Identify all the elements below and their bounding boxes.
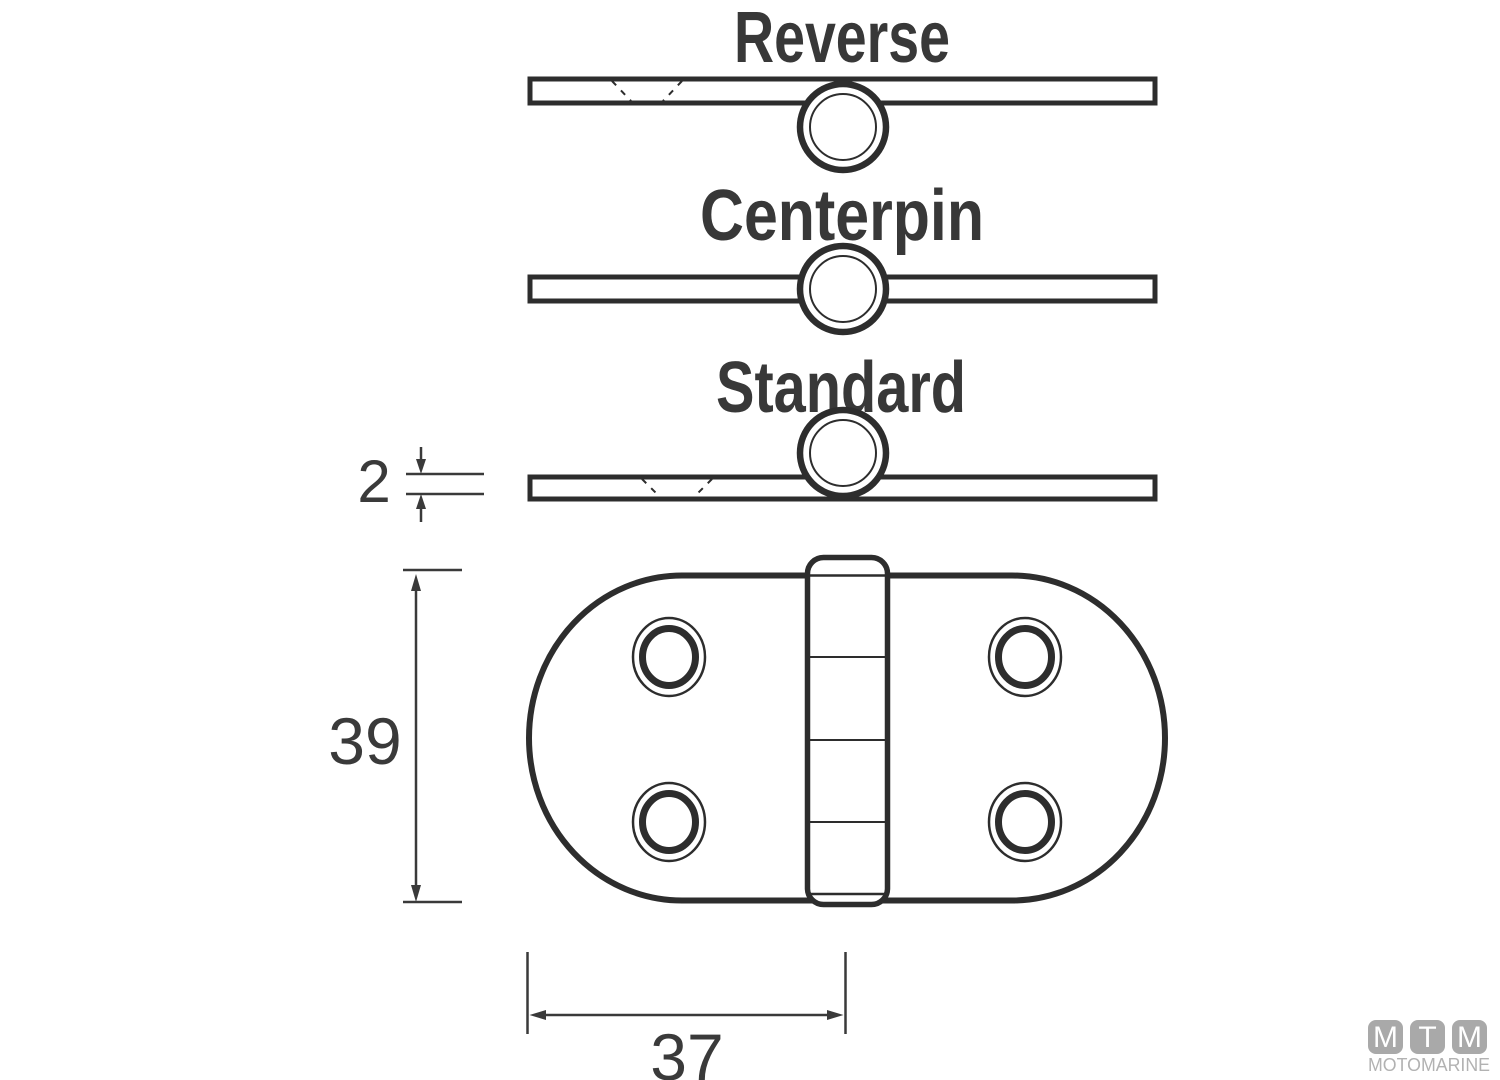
variant-label-centerpin: Centerpin	[700, 176, 984, 256]
arrow-right-icon	[827, 1010, 844, 1020]
screw-hole	[987, 616, 1063, 698]
thickness-dimension: 2	[357, 447, 484, 522]
screw-hole	[631, 781, 707, 863]
height-dimension: 39	[328, 568, 462, 904]
logo-tile	[1410, 1020, 1445, 1054]
width-dimension: 37	[526, 952, 847, 1080]
thickness-value: 2	[357, 448, 390, 515]
arrow-down-icon	[411, 885, 421, 902]
height-value: 39	[328, 704, 401, 778]
countersink-dashes	[641, 478, 713, 499]
variant-label-reverse: Reverse	[734, 0, 950, 78]
logo-wordmark: MOTOMARINE	[1368, 1055, 1490, 1075]
hinge-barrel-inner-circle	[809, 93, 877, 161]
centerpin-view: Centerpin	[527, 176, 1158, 336]
hinge-barrel-inner-circle	[809, 419, 877, 487]
hinge-knuckle-barrel	[804, 554, 891, 908]
knuckle-division-lines	[810, 574, 885, 896]
arrow-down-icon	[416, 459, 426, 474]
standard-view: Standard	[527, 348, 1158, 502]
hinge-barrel-circle	[796, 80, 890, 174]
logo-letter: T	[1418, 1021, 1436, 1054]
screw-hole	[631, 616, 707, 698]
logo-letter: M	[1457, 1021, 1482, 1054]
hinge-barrel-circle	[796, 406, 890, 500]
brand-logo: M T M MOTOMARINE	[1368, 1020, 1490, 1075]
logo-tile	[1452, 1020, 1487, 1054]
logo-letter: M	[1373, 1021, 1398, 1054]
screw-hole	[987, 781, 1063, 863]
width-value: 37	[650, 1020, 723, 1080]
top-view	[525, 554, 1169, 908]
countersink-dashes	[611, 80, 683, 102]
arrow-up-icon	[416, 494, 426, 509]
arrow-up-icon	[411, 574, 421, 591]
hinge-barrel-circle	[796, 242, 890, 336]
reverse-view: Reverse	[527, 0, 1158, 174]
arrow-left-icon	[529, 1010, 546, 1020]
hinge-barrel-inner-circle	[809, 255, 877, 323]
logo-tile	[1368, 1020, 1403, 1054]
